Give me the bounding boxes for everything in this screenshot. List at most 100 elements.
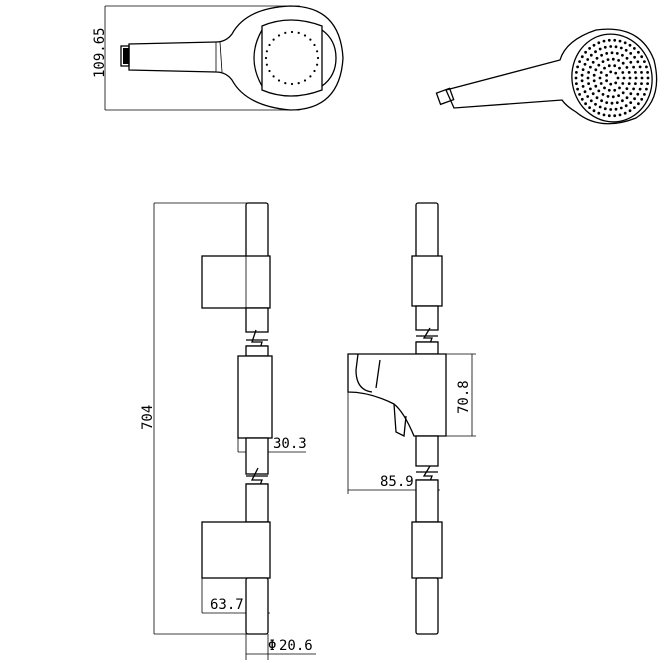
iso-nozzle-dot [621, 61, 625, 65]
iso-nozzle-dot [605, 79, 608, 83]
rail-top-segment [245, 202, 269, 260]
iso-nozzle-dot [606, 58, 610, 61]
nozzle-dot [265, 63, 268, 66]
holder-edge [375, 359, 381, 389]
iso-nozzle-dot [624, 48, 628, 52]
iso-nozzle-dot [603, 66, 606, 70]
iso-nozzle-dot [580, 73, 584, 77]
handshower-plan-view: 109.65 [92, 5, 344, 111]
iso-nozzle-dot [638, 65, 642, 69]
iso-nozzle-dot [605, 73, 608, 77]
iso-nozzle-dot [640, 71, 643, 74]
iso-nozzle-dot [625, 56, 629, 60]
iso-nozzle-dot [587, 82, 590, 85]
iso-nozzle-dot [597, 111, 601, 115]
dim-bracket-depth-label: 63.7 [210, 597, 244, 613]
iso-nozzle-dot [621, 71, 625, 74]
iso-nozzle-dot [614, 107, 618, 111]
iso-nozzle-dot [615, 101, 619, 104]
iso-nozzle-dot [614, 81, 618, 85]
iso-nozzle-dot [628, 109, 632, 113]
nozzle-dot [264, 56, 268, 60]
iso-nozzle-dot [583, 62, 587, 66]
iso-nozzle-dot [598, 105, 602, 109]
rail-front-view: 704 30.3 63.7 Φ 20.6 [140, 202, 316, 660]
iso-nozzle-dot [610, 101, 614, 105]
side-rail-segment-3 [415, 435, 439, 467]
iso-nozzle-dot [603, 86, 606, 90]
iso-nozzle-dot [609, 108, 613, 111]
iso-connector [435, 87, 455, 106]
iso-nozzle-dot [598, 47, 602, 51]
iso-nozzle-dot [597, 63, 601, 67]
iso-nozzle-dot [602, 39, 606, 43]
nozzle-dot [316, 56, 320, 60]
iso-nozzle-dot [575, 71, 578, 74]
iso-nozzle-dot [629, 92, 633, 96]
spray-face-rim-left [253, 29, 263, 87]
iso-nozzle-dot [632, 87, 635, 91]
iso-nozzle-dot [613, 114, 617, 118]
iso-nozzle-dot [605, 101, 609, 104]
iso-nozzle-dot [603, 45, 607, 49]
iso-nozzle-dot [580, 55, 584, 59]
iso-nozzle-dot [615, 52, 619, 55]
iso-nozzle-dot [607, 64, 611, 68]
holder-clip [393, 403, 407, 438]
dim-diameter-label: 20.6 [279, 638, 313, 654]
nozzle-dot [303, 34, 307, 37]
iso-nozzle-dot [633, 106, 636, 109]
iso-nozzle-dot [621, 82, 625, 85]
iso-nozzle-dot [646, 82, 649, 85]
iso-nozzle-dot [584, 50, 587, 54]
iso-nozzle-dot [633, 47, 636, 50]
iso-nozzle-dot [623, 111, 627, 115]
nozzle-dot [277, 79, 281, 82]
iso-nozzle-dot [576, 65, 579, 69]
iso-nozzle-dot [581, 68, 585, 71]
nozzle-dot [309, 75, 312, 78]
dim-slider-label: 30.3 [273, 436, 307, 452]
iso-nozzle-dot [637, 50, 640, 54]
spray-face-rim [321, 29, 337, 87]
iso-nozzle-dot [621, 91, 625, 95]
iso-nozzle-dot [613, 88, 617, 92]
iso-nozzle-dot [645, 65, 648, 69]
iso-nozzle-dot [591, 92, 595, 96]
iso-spray-face [571, 33, 653, 123]
iso-nozzle-dot [613, 38, 617, 42]
iso-nozzle-dot [589, 99, 593, 103]
iso-nozzle-dot [601, 60, 605, 63]
iso-nozzle-dot [605, 52, 609, 55]
nozzle-dot [297, 82, 300, 85]
iso-nozzle-dot [625, 66, 629, 69]
iso-nozzle-dot [618, 66, 621, 70]
iso-nozzle-dot [640, 76, 644, 80]
iso-nozzle-dot [583, 90, 587, 94]
iso-nozzle-dot [581, 85, 585, 88]
iso-nozzle-dot [634, 76, 638, 80]
iso-nozzle-dot [614, 45, 618, 49]
iso-spray-nozzles [574, 38, 650, 118]
iso-nozzle-dot [588, 47, 591, 50]
iso-nozzle-dot [628, 76, 632, 80]
iso-nozzle-dot [618, 39, 622, 43]
iso-nozzle-dot [597, 41, 601, 45]
iso-nozzle-dot [632, 65, 635, 69]
iso-nozzle-dot [589, 87, 592, 91]
iso-nozzle-dot [621, 53, 624, 57]
iso-nozzle-dot [594, 50, 597, 54]
side-upper-bracket [411, 255, 443, 307]
iso-nozzle-dot [638, 87, 642, 91]
rail-segment-1 [245, 307, 269, 333]
iso-nozzle-dot [634, 71, 637, 74]
iso-nozzle-dot [592, 43, 596, 47]
rail-side-view: 70.8 85.9 [347, 202, 476, 635]
iso-nozzle-dot [586, 95, 590, 98]
iso-nozzle-dot [629, 101, 633, 104]
slider [237, 355, 273, 439]
nozzle-dot [303, 79, 307, 82]
iso-nozzle-dot [629, 52, 633, 55]
iso-nozzle-dot [594, 102, 597, 106]
iso-nozzle-dot [610, 51, 614, 55]
